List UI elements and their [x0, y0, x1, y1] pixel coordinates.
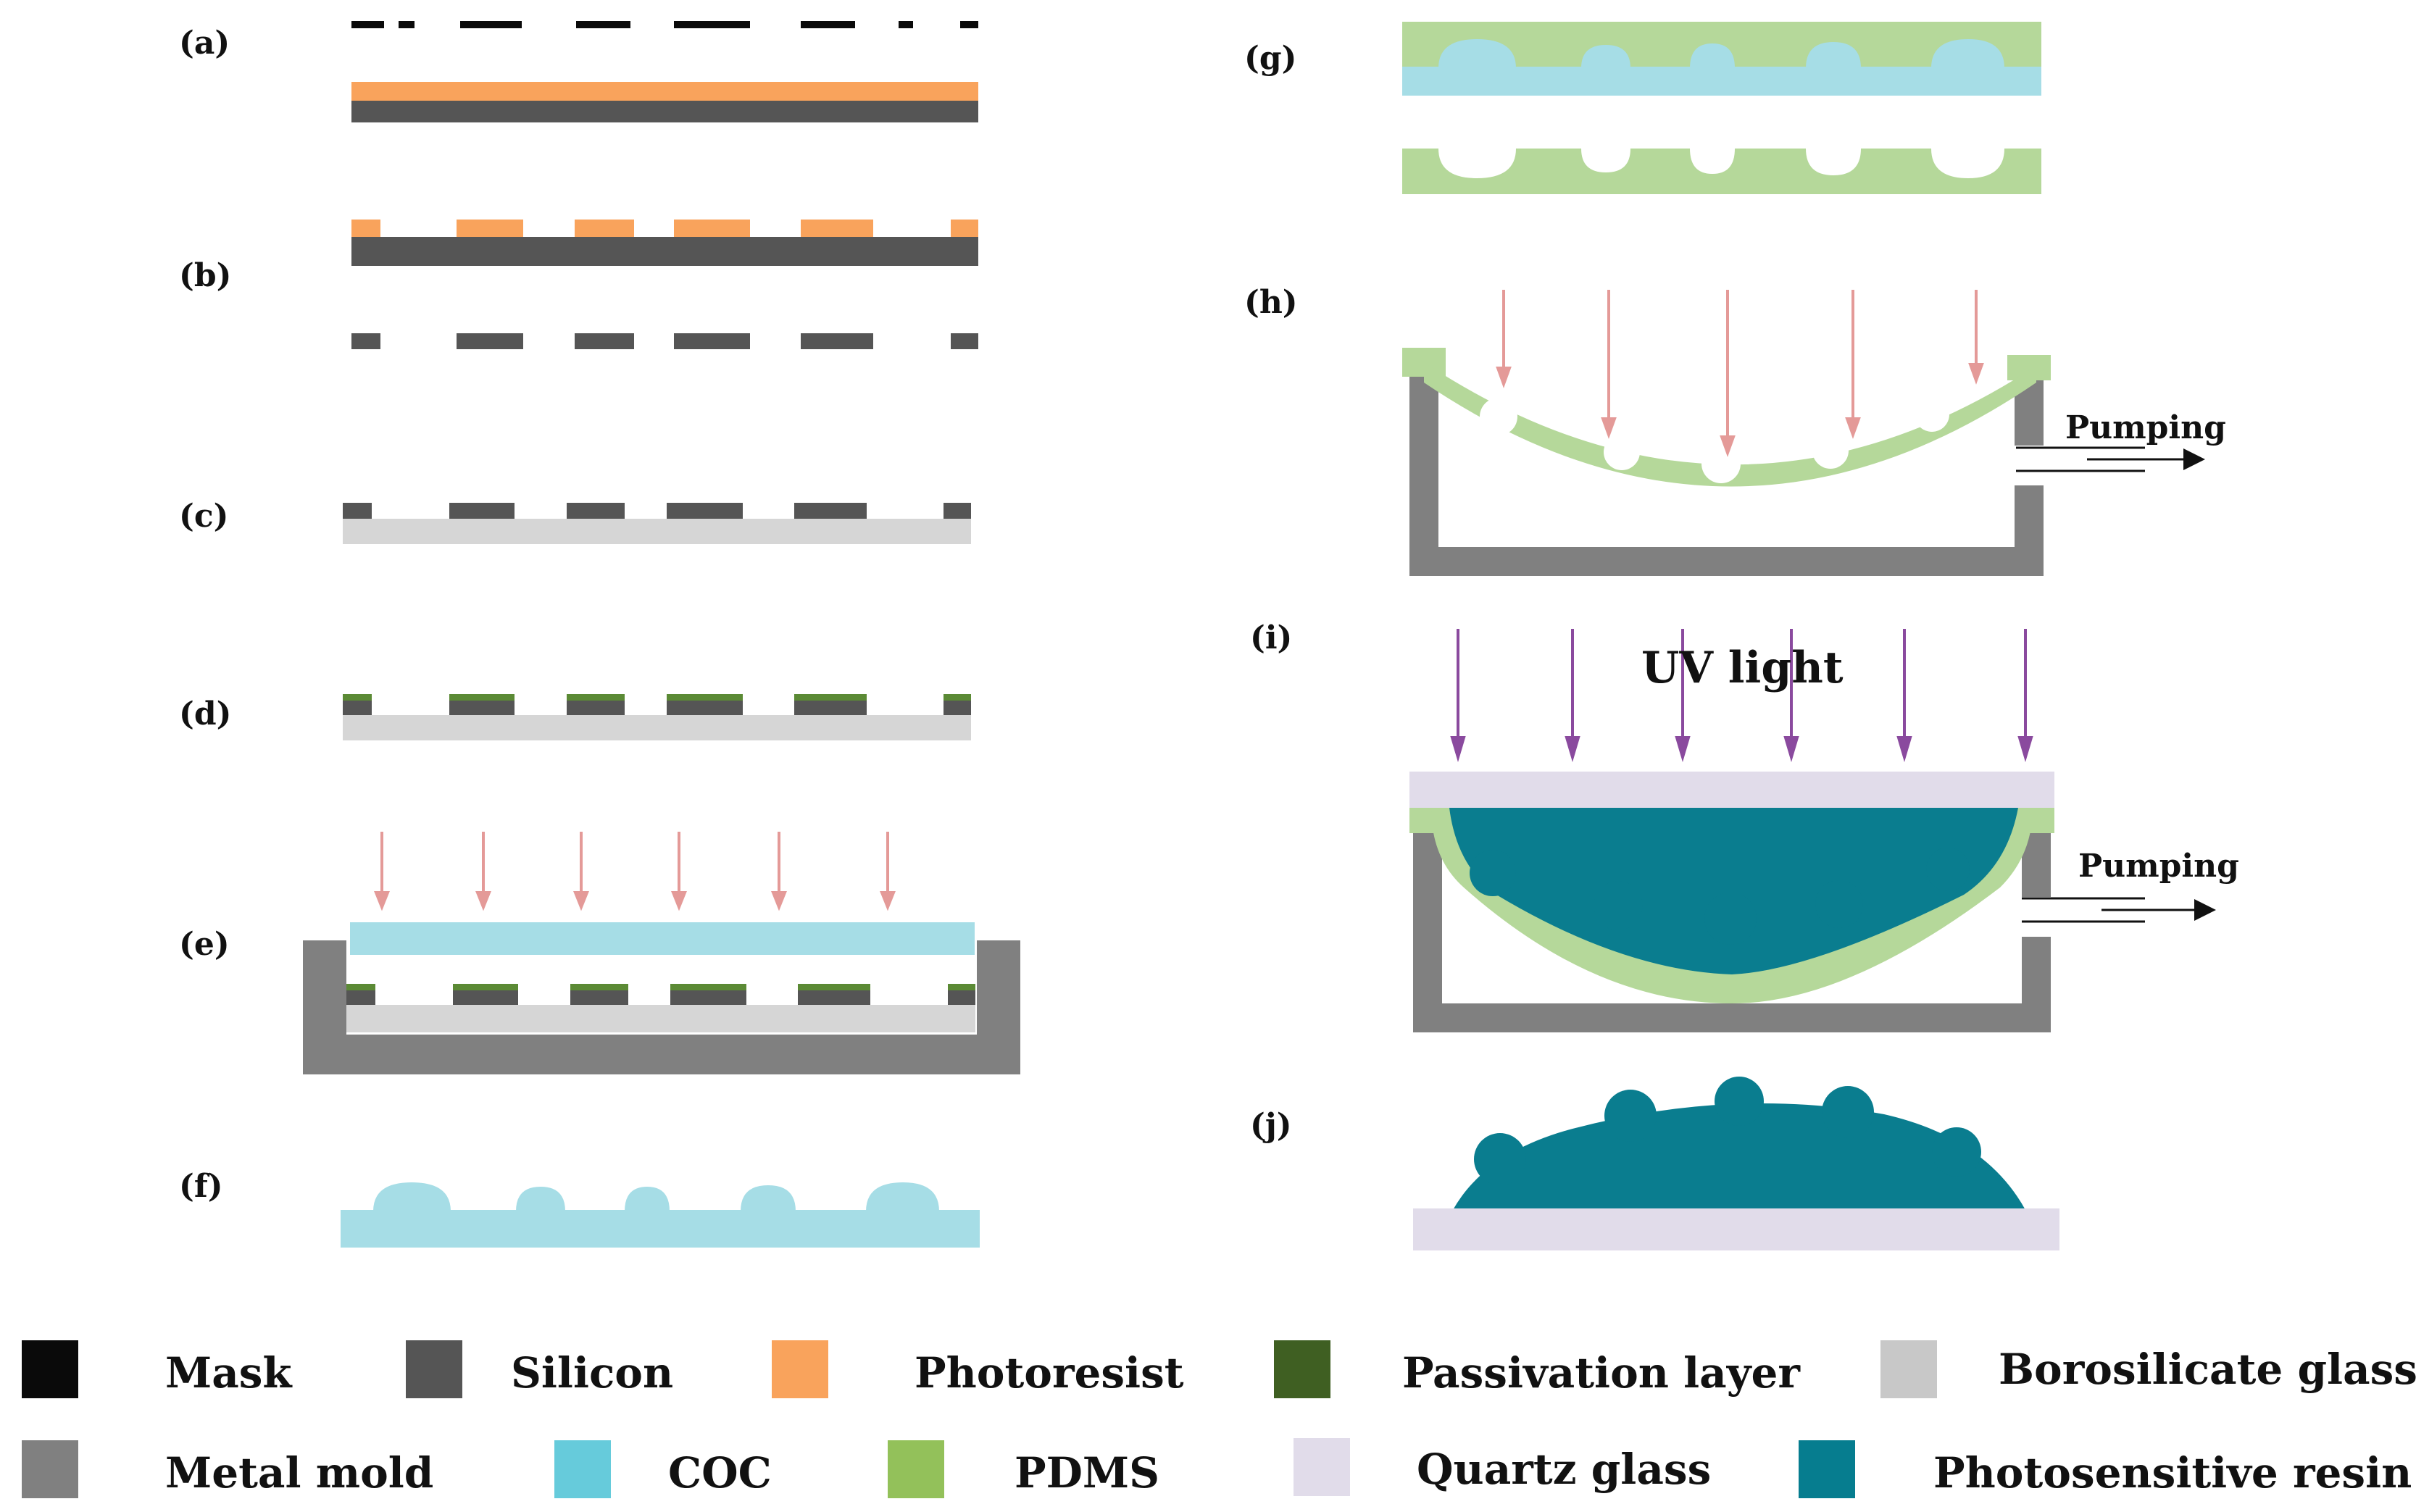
legend-swatch-photoresist — [772, 1340, 828, 1398]
pump-port — [2020, 897, 2052, 937]
passivation-layer — [346, 984, 975, 990]
legend-label-passivation: Passivation layer — [1402, 1348, 1801, 1398]
cured-resin-compound-lens — [1453, 1077, 2025, 1210]
step-label-i: (i) — [1250, 619, 1292, 656]
legend-swatch-silicon — [406, 1340, 462, 1398]
legend-swatch-quartz — [1294, 1438, 1350, 1496]
step-label-j: (j) — [1250, 1107, 1292, 1144]
pdms-cavity-group — [1480, 397, 1949, 483]
coc-microlens — [373, 1182, 451, 1211]
pumping-label: Pumping — [2078, 848, 2239, 885]
uv-arrows — [1450, 629, 2033, 763]
step-h-illustration: Pumping — [1402, 290, 2226, 576]
legend-label-resin: Photosensitive resin — [1933, 1448, 2412, 1498]
borosilicate-glass — [343, 715, 971, 740]
step-label-c: (c) — [179, 498, 228, 535]
silicon-wafer — [351, 237, 978, 266]
legend-label-borosilicate: Borosilicate glass — [1999, 1345, 2416, 1394]
step-labels: (a) (b) (c) (d) (e) (f) (g) (h) (i) (j) — [179, 25, 1298, 1205]
step-f-illustration — [341, 1182, 980, 1248]
mask-layer — [351, 21, 978, 28]
coc-microlens — [741, 1185, 796, 1211]
step-label-g: (g) — [1244, 40, 1296, 77]
photoresist-layer — [351, 82, 978, 101]
legend-label-mask: Mask — [165, 1348, 293, 1398]
legend-swatch-passivation — [1274, 1340, 1330, 1398]
coc-sheet — [350, 922, 975, 955]
legend-label-photoresist: Photoresist — [915, 1348, 1184, 1398]
legend-label-metal-mold: Metal mold — [165, 1448, 433, 1498]
vacuum-chamber — [1409, 373, 2044, 576]
silicon-pattern — [343, 503, 971, 519]
legend-swatch-pdms — [888, 1440, 944, 1498]
legend: Mask Silicon Photoresist Passivation lay… — [22, 1340, 2416, 1498]
legend-swatch-borosilicate — [1880, 1340, 1937, 1398]
etched-silicon-pattern — [351, 333, 978, 349]
legend-swatch-resin — [1799, 1440, 1855, 1498]
coc-microlens-group — [1438, 39, 2004, 68]
coc-substrate — [1402, 67, 2041, 96]
step-label-d: (d) — [179, 696, 231, 732]
legend-label-silicon: Silicon — [511, 1348, 673, 1398]
borosilicate-glass — [343, 519, 971, 544]
step-label-f: (f) — [179, 1168, 223, 1205]
quartz-glass — [1413, 1208, 2059, 1250]
vacuum-chamber — [1413, 804, 2051, 1032]
deformed-pdms-membrane — [1424, 362, 2036, 487]
step-g-illustration — [1402, 22, 2041, 194]
step-b-illustration — [351, 220, 978, 349]
heat-arrows — [374, 832, 896, 911]
legend-label-pdms: PDMS — [1015, 1448, 1159, 1498]
uv-light-label: UV light — [1641, 643, 1844, 693]
pdms-cavity-group — [1438, 149, 2004, 178]
coc-microlens — [625, 1187, 670, 1211]
legend-swatch-metal-mold — [22, 1440, 78, 1498]
step-i-illustration: UV light Pumping — [1409, 629, 2239, 1032]
step-label-e: (e) — [179, 926, 230, 963]
step-d-illustration — [343, 694, 971, 740]
step-label-h: (h) — [1244, 284, 1298, 321]
silicon-pattern — [346, 990, 975, 1005]
coc-substrate — [341, 1210, 980, 1248]
pump-port — [2015, 446, 2045, 485]
step-label-b: (b) — [179, 257, 231, 294]
patterned-photoresist — [351, 220, 978, 237]
resin-microlens-group — [1470, 848, 1970, 945]
borosilicate-glass — [346, 1005, 975, 1032]
step-a-illustration — [351, 21, 978, 122]
legend-label-quartz: Quartz glass — [1417, 1445, 1711, 1494]
metal-mold — [303, 940, 1020, 1074]
coc-microlens — [516, 1187, 565, 1211]
legend-swatch-mask — [22, 1340, 78, 1398]
heat-arrows — [1496, 290, 1984, 457]
step-label-a: (a) — [179, 25, 230, 62]
silicon-wafer — [351, 101, 978, 122]
step-e-illustration — [303, 832, 1020, 1074]
step-c-illustration — [343, 503, 971, 544]
silicon-pattern — [343, 701, 971, 715]
step-j-illustration — [1413, 1077, 2059, 1250]
passivation-layer — [343, 694, 971, 701]
legend-label-coc: COC — [668, 1448, 772, 1498]
coc-microlens — [866, 1182, 939, 1211]
quartz-glass — [1409, 772, 2054, 808]
legend-swatch-coc — [554, 1440, 611, 1498]
photosensitive-resin — [1449, 808, 2018, 974]
pumping-label: Pumping — [2065, 409, 2226, 446]
